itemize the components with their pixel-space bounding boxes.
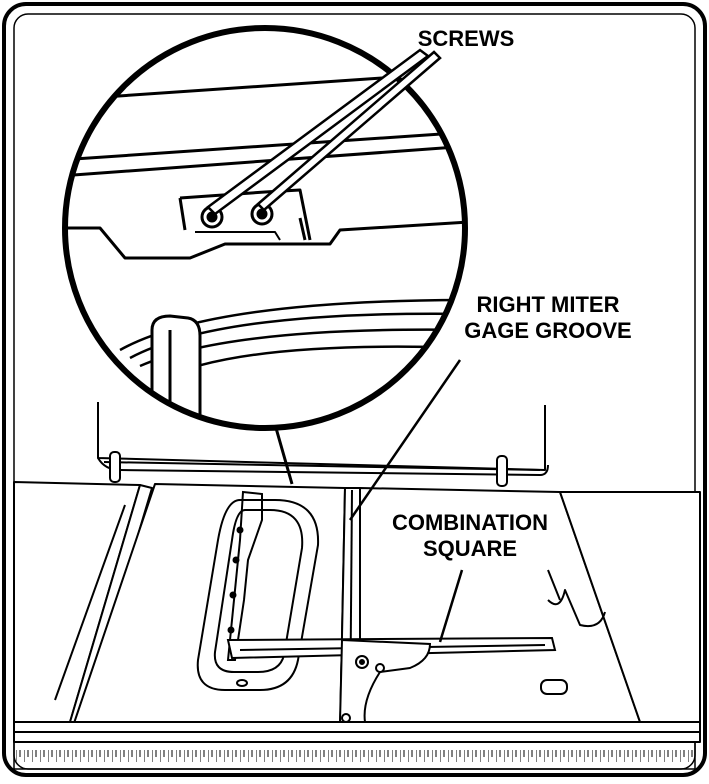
leader-lines	[206, 48, 464, 643]
label-miter-groove-line1: RIGHT MITER	[477, 292, 620, 317]
label-combination-square-line1: COMBINATION	[392, 510, 548, 535]
label-screws: SCREWS	[418, 26, 515, 51]
ruler-scale	[13, 741, 696, 770]
table-slot	[540, 679, 568, 695]
detail-magnifier	[62, 25, 468, 485]
label-combination-square-line2: SQUARE	[423, 536, 517, 561]
combination-square	[226, 636, 557, 723]
label-miter-groove-line2: GAGE GROOVE	[464, 318, 631, 343]
